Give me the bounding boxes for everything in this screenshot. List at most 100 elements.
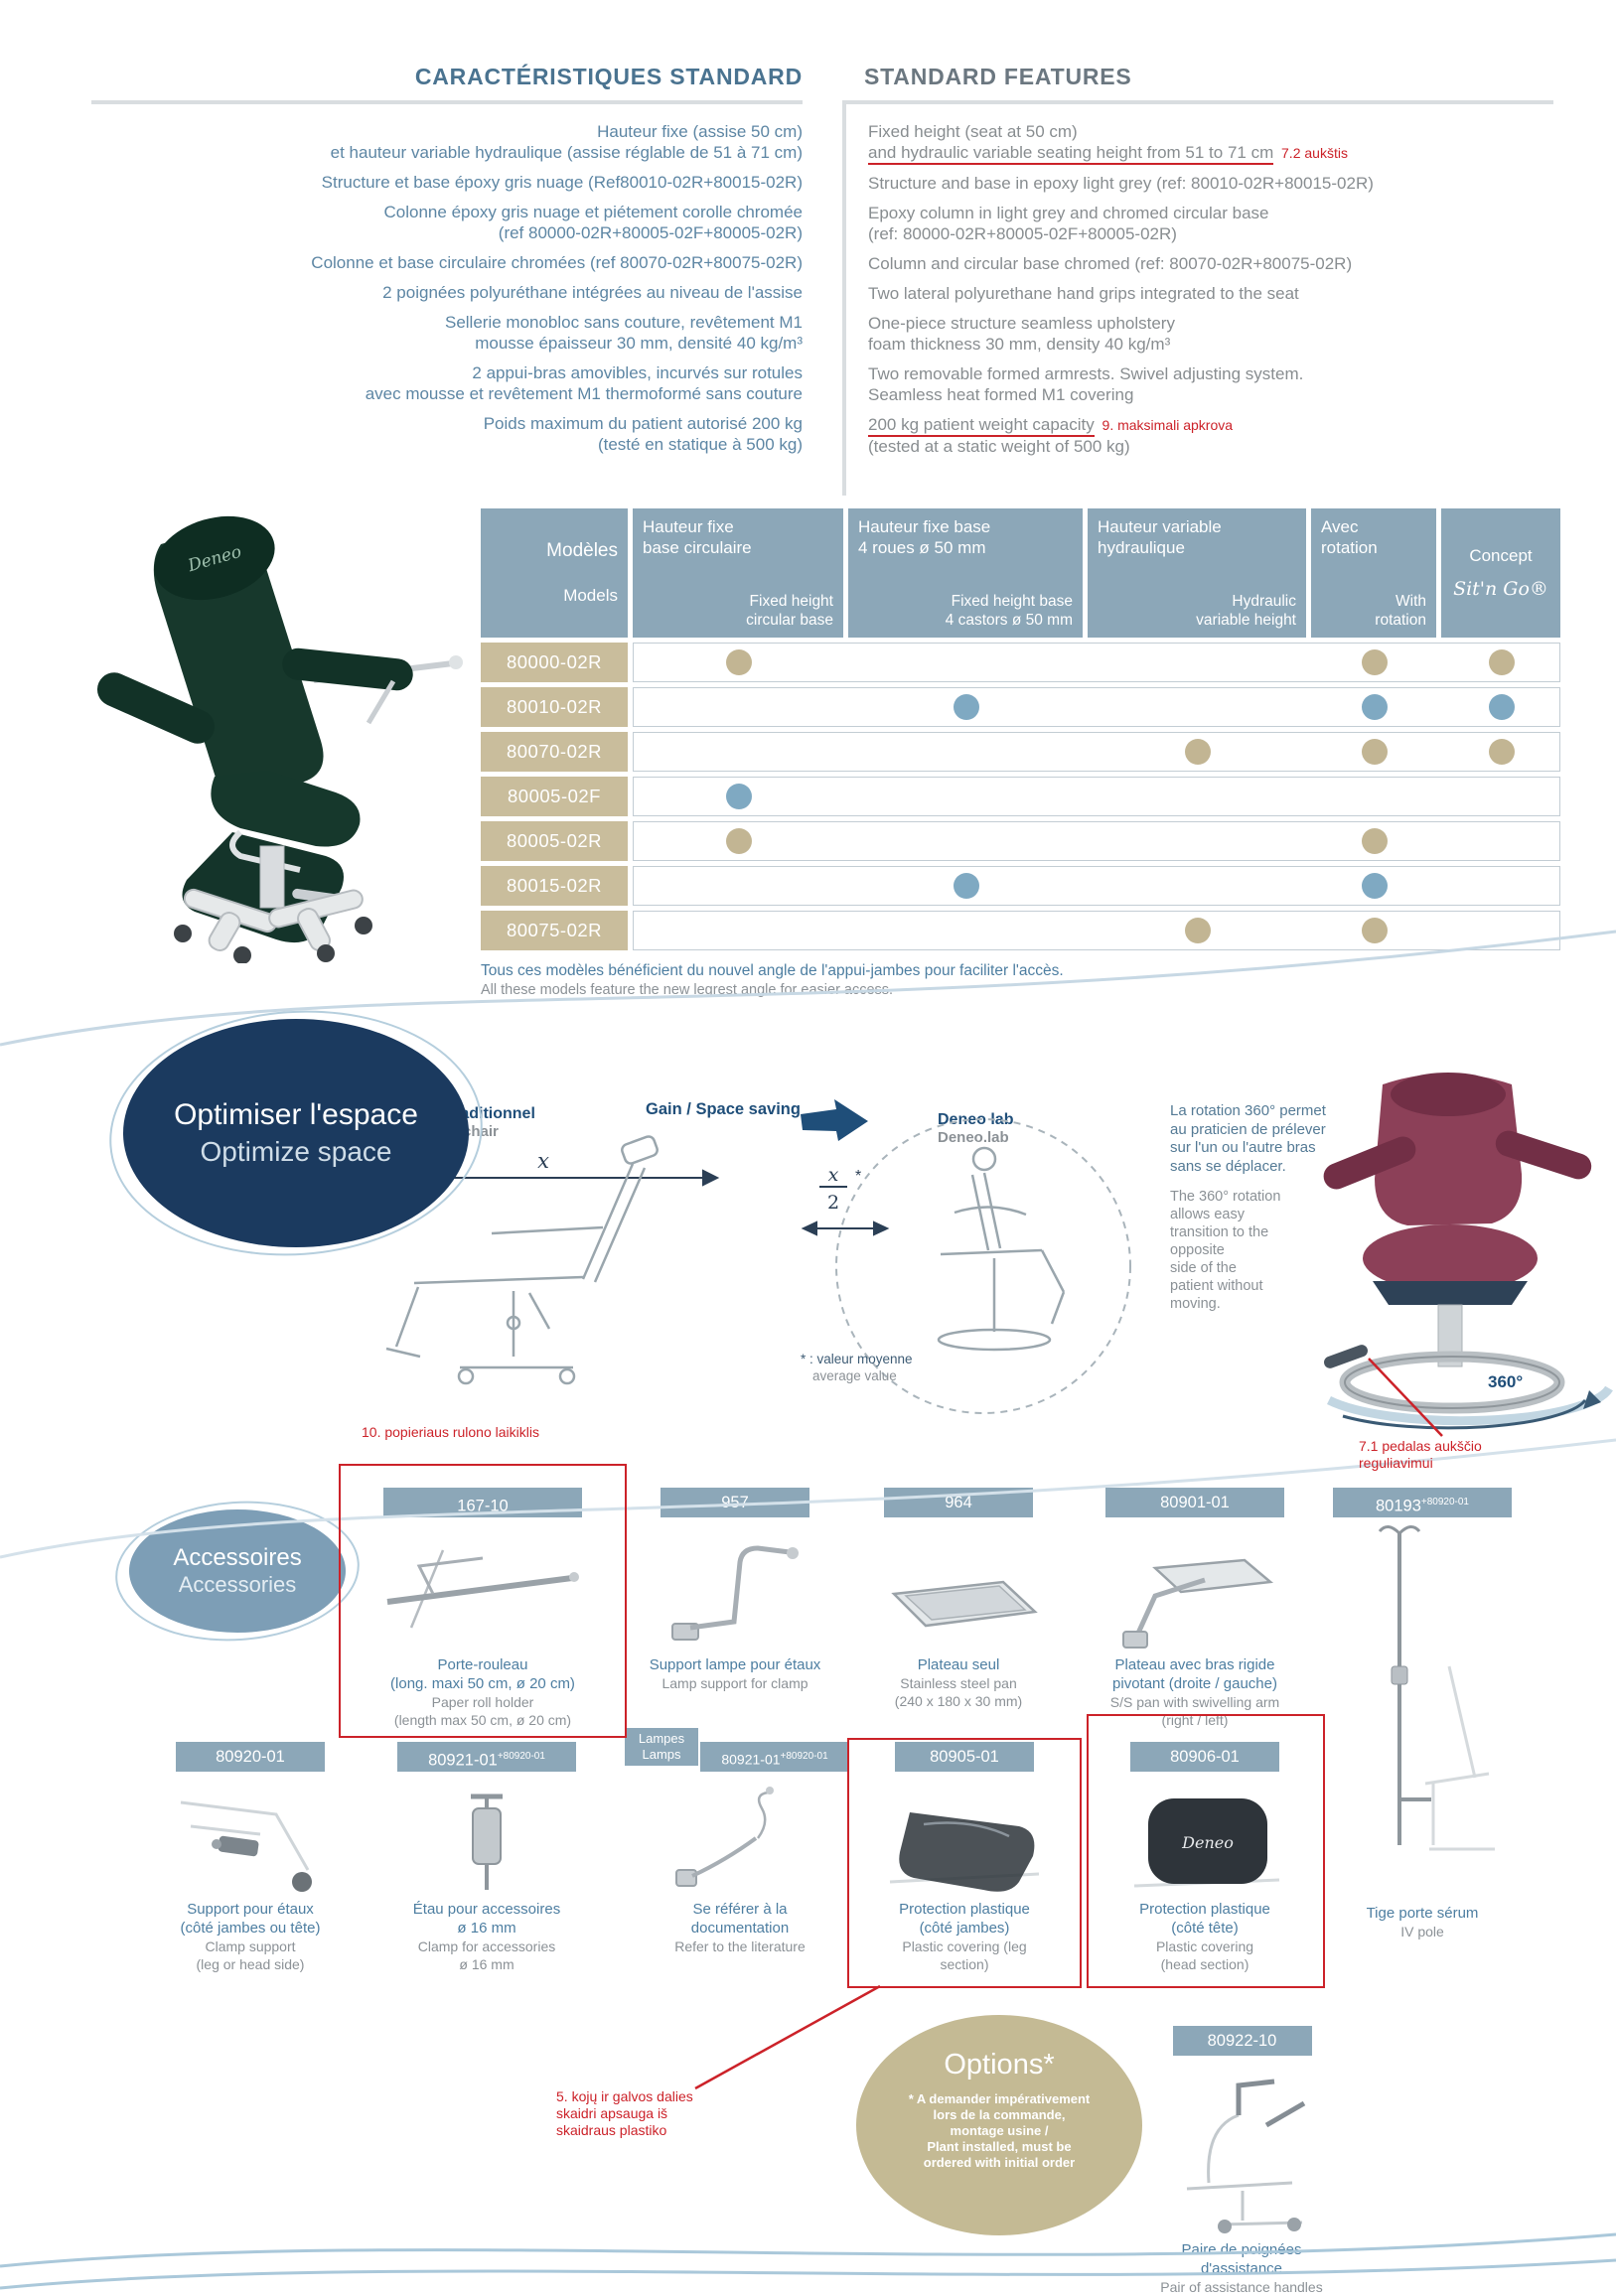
feature-item-fr: Colonne époxy gris nuage et piétement co…: [383, 203, 803, 242]
lamps-tag: Lampes Lamps: [625, 1728, 698, 1766]
feature-item-en: Structure and base in epoxy light grey (…: [868, 173, 1553, 194]
annotation-paper-roll: 10. popieriaus rulono laikiklis: [362, 1424, 539, 1440]
accessory-code: 80921-01+80920-01: [397, 1742, 576, 1772]
accessory-caption-fr: Plateau avec bras rigide pivotant (droit…: [1112, 1656, 1277, 1692]
options-caption-en: Pair of assistance handles: [1160, 2279, 1323, 2295]
lamp-icon: [675, 1787, 774, 1887]
accessory-card-pan-arm: 80901-01 Plateau avec bras rigide pivota…: [1088, 1488, 1302, 1729]
chair-column: [259, 845, 285, 909]
feature-item-en: One-piece structure seamless upholstery f…: [868, 313, 1553, 355]
feature-item-en: Fixed height (seat at 50 cm)and hydrauli…: [868, 121, 1553, 165]
bottom-curve-1: [0, 2232, 1616, 2268]
clamp-support-icon: [180, 1800, 312, 1892]
table-row-bar: [633, 643, 1560, 682]
red-highlight-box-head-cover: [1087, 1714, 1325, 1988]
table-row: 80075-02R: [481, 911, 1560, 950]
options-bubble: Options* * A demander impérativement lor…: [856, 2015, 1142, 2235]
table-header: Modèles Models Hauteur fixe base circula…: [481, 508, 1560, 638]
accessory-code: 80906-01: [1130, 1742, 1279, 1772]
feature-dot: [726, 828, 752, 854]
options-note: * A demander impérativement lors de la c…: [908, 2091, 1091, 2170]
standard-features-en-column: STANDARD FEATURES Fixed height (seat at …: [842, 64, 1553, 496]
rot-left-armrest: [1323, 1136, 1416, 1190]
assistance-handles-icon: [1186, 2079, 1305, 2233]
table-row-bar: [633, 911, 1560, 950]
rot-chair-headrest: [1391, 1073, 1506, 1116]
col-header-hydraulic: Hauteur variable hydraulique Hydraulic v…: [1088, 508, 1306, 638]
options-code: 80922-10: [1172, 2026, 1312, 2056]
accessory-caption-fr: Support lampe pour étaux: [649, 1656, 821, 1673]
head-cover-icon: Deneo: [1133, 1798, 1280, 1888]
model-code: 80010-02R: [481, 687, 628, 727]
table-row: 80010-02R: [481, 687, 1560, 727]
feature-line: Column and circular base chromed (ref: 8…: [868, 254, 1353, 273]
rotation-text-en: The 360° rotation allows easy transition…: [1170, 1189, 1281, 1312]
feature-line: and hydraulic variable seating height fr…: [868, 143, 1274, 165]
average-value-footnote: * : valeur moyenne average value: [801, 1352, 913, 1383]
model-code: 80000-02R: [481, 643, 628, 682]
feature-dot: [1185, 739, 1211, 765]
main-chair-illustration: Deneo: [96, 515, 463, 963]
steel-pan-icon: [891, 1580, 1038, 1628]
rotating-chair-illustration: [1323, 1073, 1592, 1414]
accessory-card-pan: 964 Plateau seul Stainless steel pan (24…: [859, 1488, 1058, 1710]
feature-dot: [954, 873, 979, 899]
accessories-bubble-en: Accessories: [178, 1572, 297, 1597]
feature-dot: [1489, 739, 1515, 765]
rot-chair-backrest: [1375, 1074, 1523, 1225]
rotation-text-fr: La rotation 360° permet au praticien de …: [1170, 1102, 1326, 1175]
table-note-fr: Tous ces modèles bénéficient du nouvel a…: [481, 962, 1064, 979]
table-row-bar: [633, 821, 1560, 861]
models-header-cell: Modèles Models: [481, 508, 628, 638]
red-highlight-box-leg-cover: [847, 1738, 1082, 1988]
left-armrest: [96, 672, 216, 744]
options-caption-fr: Paire de poignées d'assistance: [1181, 2241, 1302, 2277]
feature-item-fr: 2 appui-bras amovibles, incurvés sur rot…: [365, 363, 803, 403]
col-header-fixed-circular: Hauteur fixe base circulaire Fixed heigh…: [633, 508, 843, 638]
feature-dot: [1362, 873, 1388, 899]
accessories-bubble: Accessoires Accessories: [129, 1509, 346, 1633]
feature-item-fr: Hauteur fixe (assise 50 cm) et hauteur v…: [330, 122, 803, 162]
accessory-caption-fr: Protection plastique (côté tête): [1139, 1901, 1270, 1937]
accessory-code: 964: [884, 1488, 1033, 1517]
accessory-caption-en: Clamp support (leg or head side): [196, 1938, 305, 1972]
accessory-code: 957: [661, 1488, 809, 1517]
feature-line: Seamless heat formed M1 covering: [868, 385, 1134, 404]
options-card-handles: 80922-10: [1130, 2026, 1354, 2234]
feature-line: foam thickness 30 mm, density 40 kg/m³: [868, 335, 1171, 354]
features-en-list: Fixed height (seat at 50 cm)and hydrauli…: [842, 100, 1553, 496]
table-row: 80000-02R: [481, 643, 1560, 682]
accessory-code: 80193+80920-01: [1333, 1488, 1512, 1517]
svg-text:2: 2: [827, 1192, 839, 1214]
rot-chair-seat: [1363, 1224, 1538, 1292]
handle-bars: [1236, 2079, 1305, 2128]
iv-pole-icon: [1378, 1525, 1495, 1851]
feature-item-en: Two removable formed armrests. Swivel ad…: [868, 363, 1553, 405]
feature-line: (ref: 80000-02R+80005-02F+80005-02R): [868, 224, 1177, 243]
options-caption: Paire de poignées d'assistance Pair of a…: [1132, 2236, 1351, 2296]
feature-item-fr: Colonne et base circulaire chromées (ref…: [311, 253, 803, 272]
options-title: Options*: [944, 2049, 1055, 2081]
feature-dot: [954, 694, 979, 720]
feature-line: (tested at a static weight of 500 kg): [868, 437, 1130, 456]
accessory-caption-en: Stainless steel pan (240 x 180 x 30 mm): [894, 1675, 1023, 1709]
compact-chair-line-art: [937, 1146, 1066, 1352]
models-header-fr: Modèles: [546, 540, 618, 561]
feature-line: One-piece structure seamless upholstery: [868, 314, 1175, 333]
feature-line: Two lateral polyurethane hand grips inte…: [868, 284, 1299, 303]
optimize-space-bubble: Optimiser l'espace Optimize space: [123, 1019, 469, 1247]
sitngo-logo: Sit'n Go®: [1453, 578, 1548, 600]
feature-item-fr: Poids maximum du patient autorisé 200 kg…: [483, 414, 803, 454]
feature-dot: [1489, 649, 1515, 675]
optimize-bubble-en: Optimize space: [200, 1136, 392, 1167]
accessory-card-leg-cover: 80905-01 Protection plastique (côté jamb…: [865, 1742, 1064, 1973]
accessory-caption-en: Plastic covering (head section): [1155, 1938, 1254, 1972]
standard-features-fr-column: CARACTÉRISTIQUES STANDARD Hauteur fixe (…: [91, 64, 803, 496]
feature-dot: [1362, 918, 1388, 943]
feature-dot: [726, 784, 752, 809]
accessory-code: 80921-01+80920-01: [700, 1742, 849, 1772]
accessory-caption-en: Lamp support for clamp: [661, 1675, 808, 1691]
lamp-support-icon: [671, 1545, 799, 1641]
standard-features-section: CARACTÉRISTIQUES STANDARD Hauteur fixe (…: [91, 64, 1553, 496]
accessory-caption-en: Paper roll holder (length max 50 cm, ø 2…: [393, 1694, 572, 1728]
